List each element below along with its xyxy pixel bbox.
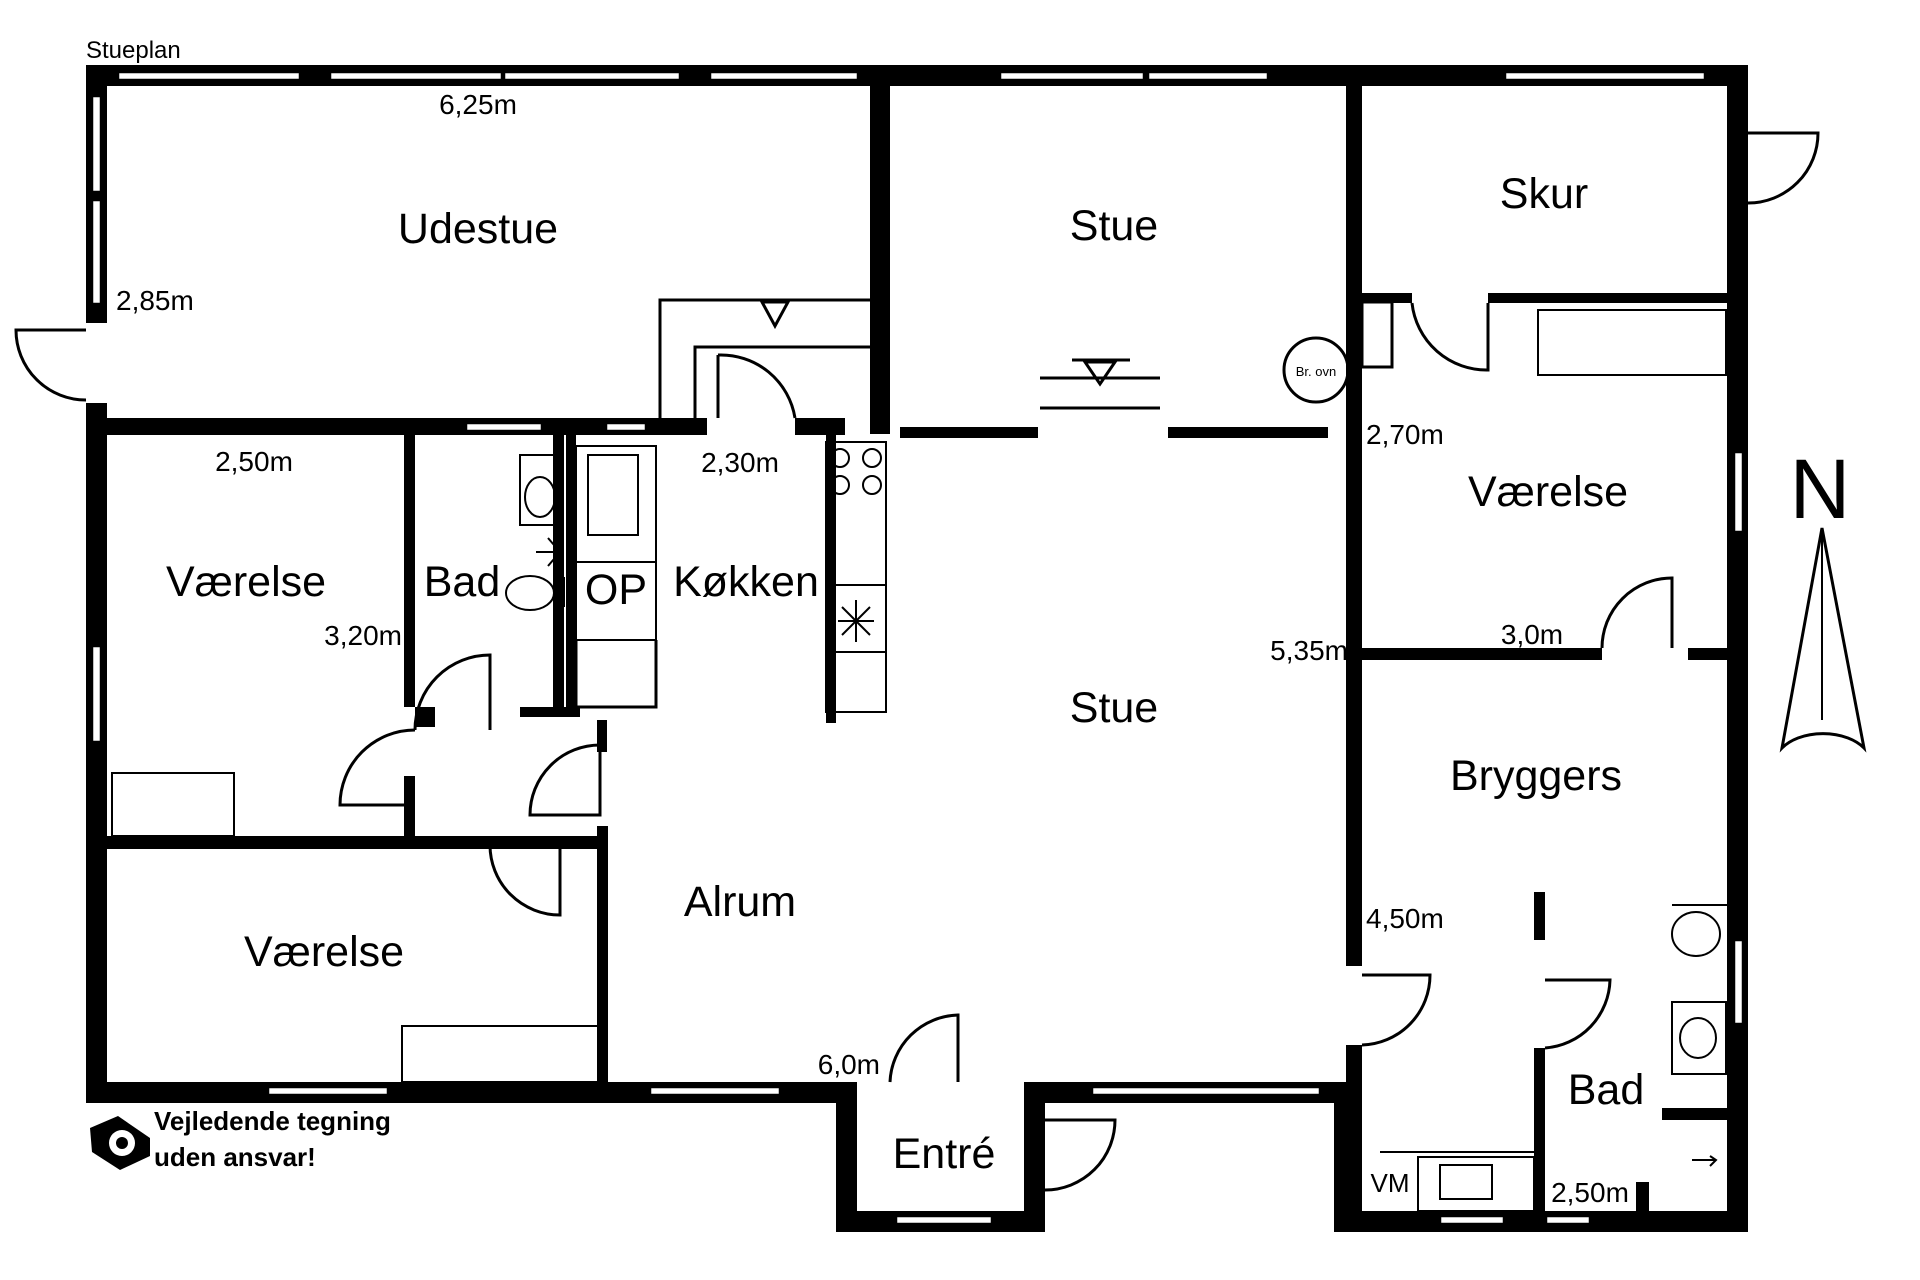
- dimension-udestue-width: 6,25m: [439, 89, 517, 120]
- interior-walls: [107, 86, 1728, 1225]
- dimension-stue-depth: 5,35m: [1270, 635, 1348, 666]
- door-swing: [14, 328, 87, 402]
- stove-label: Br. ovn: [1296, 364, 1336, 379]
- window: [502, 70, 682, 82]
- dimension-alrum-width: 6,0m: [818, 1049, 880, 1080]
- door-swing: [528, 743, 602, 817]
- window: [1732, 938, 1745, 1026]
- dimension-bad-right-width: 2,50m: [1551, 1177, 1629, 1208]
- window: [1503, 70, 1707, 82]
- room-label-stue-main: Stue: [1070, 684, 1158, 732]
- fixtures: [111, 300, 1728, 1212]
- disclaimer: Vejledende tegning uden ansvar!: [90, 1106, 391, 1172]
- room-label-op: OP: [585, 566, 647, 614]
- room-labels: Udestue Stue Skur Værelse Bad OP Køkken …: [166, 170, 1644, 1198]
- windows: [90, 70, 1745, 1226]
- room-label-vaerelse-right: Værelse: [1468, 468, 1628, 516]
- door-swing: [716, 353, 797, 419]
- window: [328, 70, 504, 82]
- window: [998, 70, 1146, 82]
- door-swing: [1544, 978, 1612, 1050]
- door-swing: [1410, 302, 1490, 372]
- dimension-vaerelse-left-depth: 3,20m: [324, 620, 402, 651]
- window: [894, 1214, 994, 1226]
- window: [90, 94, 103, 194]
- disclaimer-line-2: uden ansvar!: [154, 1142, 316, 1172]
- room-label-alrum: Alrum: [684, 878, 796, 926]
- compass: N: [1779, 442, 1867, 753]
- door-swing: [488, 844, 562, 917]
- door-swing: [1361, 973, 1432, 1047]
- room-label-bryggers: Bryggers: [1450, 752, 1622, 800]
- door-swing: [1747, 131, 1820, 205]
- logo-icon: [90, 1116, 150, 1170]
- window: [1090, 1085, 1322, 1097]
- dimension-vaerelse-left-width: 2,50m: [215, 446, 293, 477]
- window: [1438, 1214, 1506, 1226]
- dimension-bryggers-depth: 4,50m: [1366, 903, 1444, 934]
- room-label-stue-top: Stue: [1070, 202, 1158, 250]
- window: [708, 70, 860, 82]
- room-label-vaerelse-left: Værelse: [166, 558, 326, 606]
- door-swing: [1044, 1118, 1117, 1192]
- compass-label: N: [1790, 442, 1851, 536]
- dimension-udestue-depth: 2,85m: [116, 285, 194, 316]
- window: [464, 421, 544, 433]
- room-label-entre: Entré: [893, 1130, 996, 1178]
- plan-title: Stueplan: [86, 37, 181, 64]
- stove-symbol: [1282, 336, 1350, 404]
- room-label-bad-left: Bad: [424, 558, 501, 606]
- room-label-vaerelse-bottom: Værelse: [244, 928, 404, 976]
- stairs: [658, 298, 1160, 418]
- window: [1146, 70, 1270, 82]
- door-swing: [888, 1013, 960, 1083]
- dimension-kokken-width: 2,30m: [701, 447, 779, 478]
- window: [604, 421, 648, 433]
- room-label-udestue: Udestue: [398, 205, 558, 253]
- window: [1544, 1214, 1592, 1226]
- window: [648, 1085, 782, 1097]
- room-label-bad-right: Bad: [1568, 1066, 1645, 1114]
- dimension-vaerelse-right-width: 3,0m: [1501, 619, 1563, 650]
- window: [90, 198, 103, 306]
- room-label-skur: Skur: [1500, 170, 1588, 218]
- window: [116, 70, 302, 82]
- room-label-vm: VM: [1371, 1168, 1410, 1198]
- door-swing: [1600, 576, 1674, 649]
- door-swing: [338, 728, 416, 807]
- compass-arrow-icon: [1779, 527, 1867, 753]
- window: [90, 644, 103, 744]
- dimension-labels: 6,25m 2,85m 2,50m 3,20m 2,30m 2,70m 3,0m…: [116, 89, 1629, 1208]
- door-swing: [413, 653, 492, 731]
- dimension-vaerelse-right-depth: 2,70m: [1366, 419, 1444, 450]
- disclaimer-line-1: Vejledende tegning: [154, 1106, 391, 1136]
- room-label-kokken: Køkken: [673, 558, 819, 606]
- window: [1732, 450, 1745, 534]
- window: [266, 1085, 390, 1097]
- doors: [14, 131, 1820, 1192]
